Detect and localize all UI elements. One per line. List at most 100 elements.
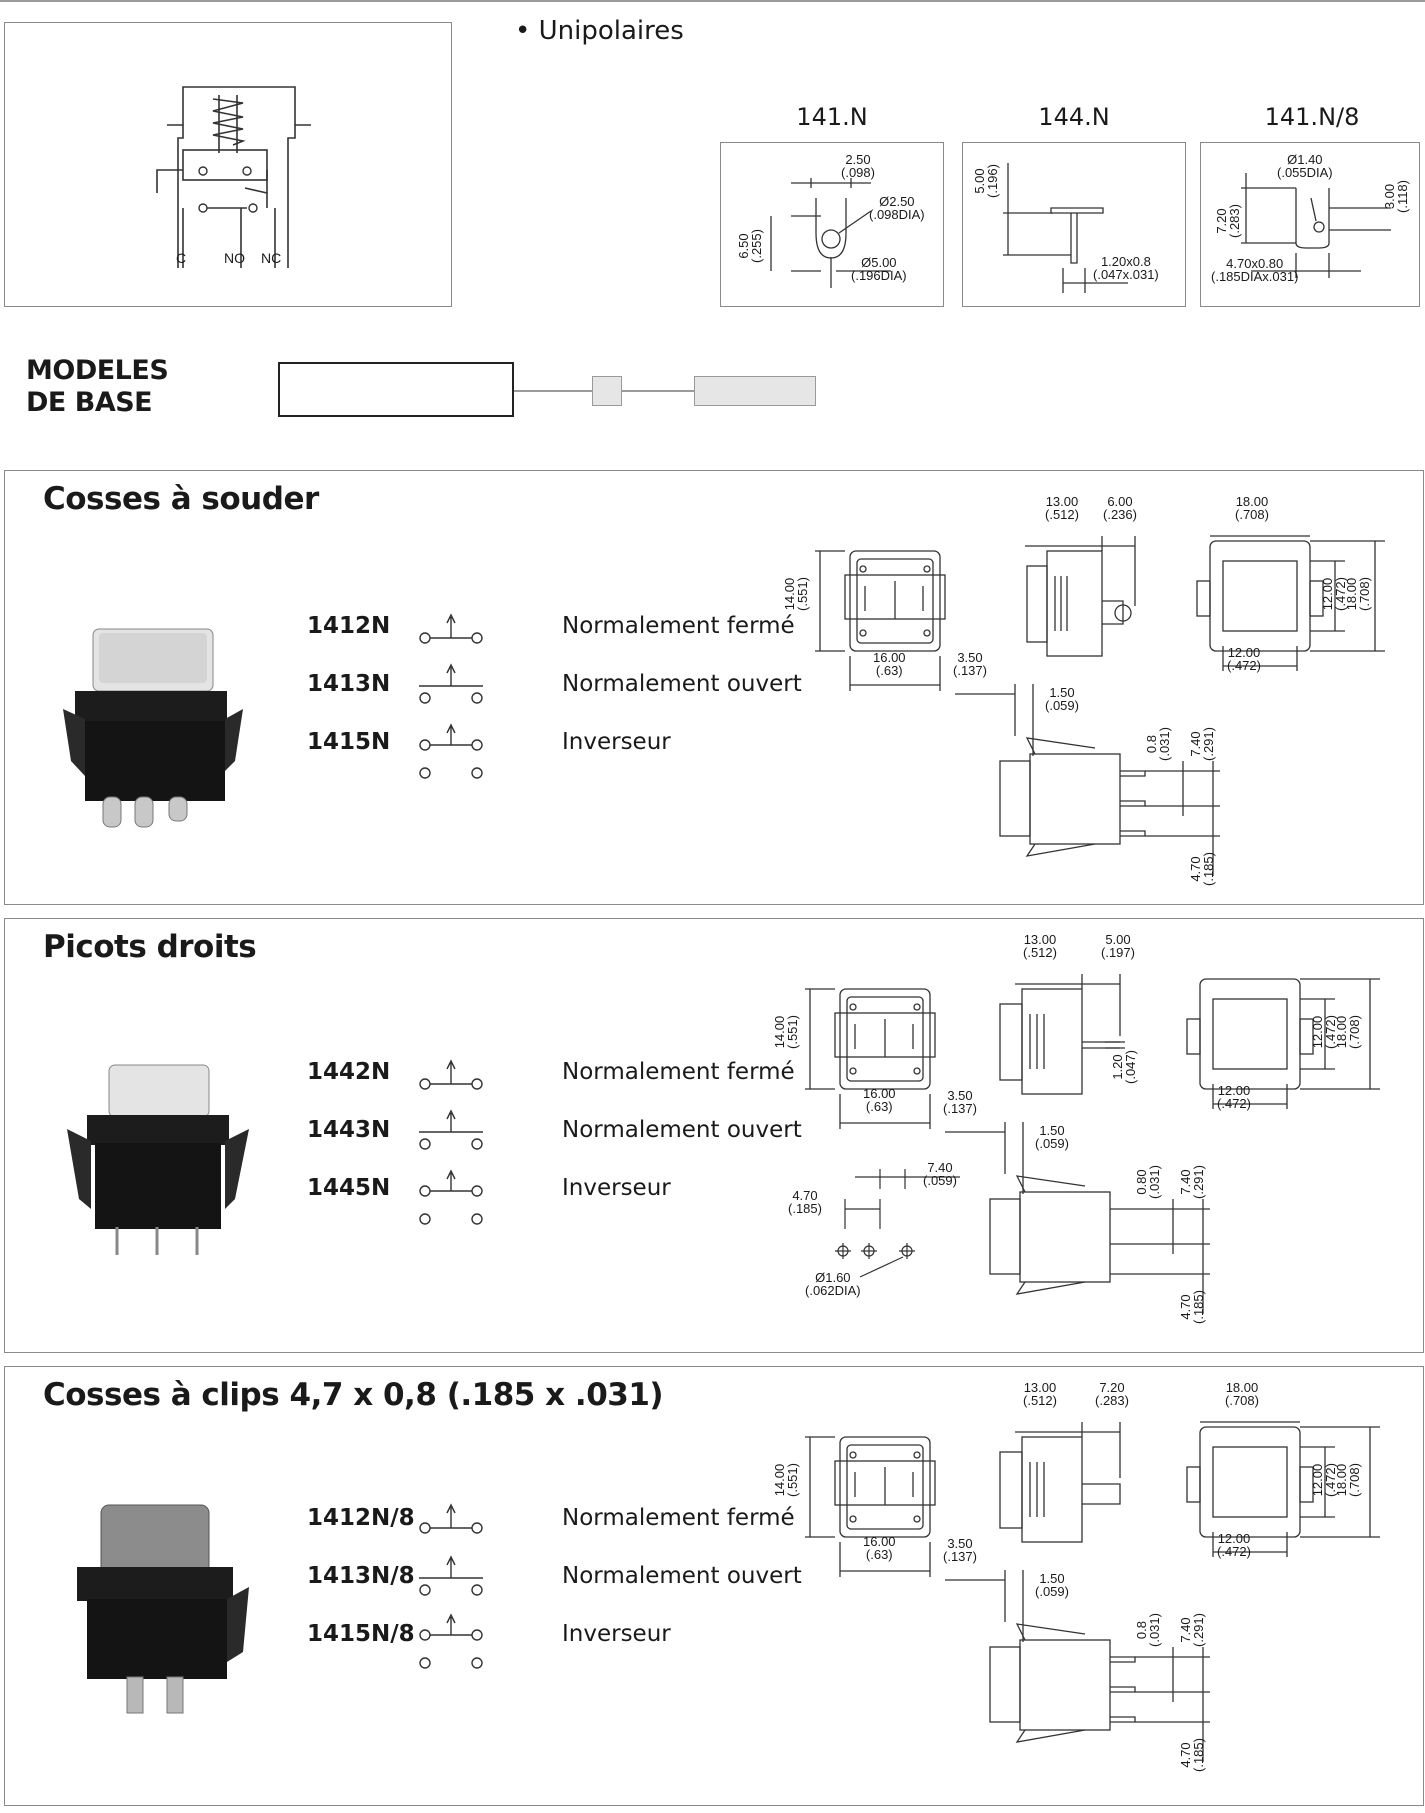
dim-profile-q: 4.70 (.185) — [1178, 1290, 1206, 1324]
dim-back-inner-w: 12.00 (.472) — [1227, 645, 1261, 673]
dim-back-inner-w: 12.00 (.472) — [1217, 1531, 1251, 1559]
terminal-drawing-141n8 — [1241, 173, 1391, 278]
dim-141n8-b: 7.20 (.283) — [1214, 204, 1242, 238]
dim-profile-p: 7.40 (.291) — [1188, 727, 1216, 761]
drawing-front-view — [805, 988, 936, 1129]
terminal-panel-141n: 2.50 (.098) Ø2.50 (.098DIA) 6.50 (.255) … — [720, 142, 944, 307]
circuit-diagram-panel: C NO NC — [4, 22, 452, 307]
dim-back-width: 18.00 (.708) — [1235, 494, 1269, 522]
drawing-profile-view — [945, 1570, 1210, 1762]
item-code-1415n8: 1415N/8 — [307, 1621, 415, 1647]
item-desc-1443n: Normalement ouvert — [562, 1117, 802, 1143]
circuit-diagram — [156, 86, 311, 268]
switch-symbol-nc — [419, 1503, 483, 1534]
section-picots-droits: Picots droits 1442N Normalement fermé 14… — [4, 918, 1424, 1353]
dim-141n8-c: 3.00 (.118) — [1382, 180, 1410, 213]
dim-side-top: 13.00 (.512) — [1023, 1380, 1057, 1408]
dim-side-pin: 1.20 (.047) — [1110, 1050, 1138, 1084]
item-desc-1445n: Inverseur — [562, 1175, 671, 1201]
dim-front-width: 16.00 (.63) — [863, 1534, 896, 1562]
dim-front-height: 14.00 (.551) — [782, 577, 810, 611]
section-cosses-a-souder: Cosses à souder 1412N Normalement fermé … — [4, 470, 1424, 905]
drawing-front-view — [815, 550, 946, 691]
dim-profile-q: 4.70 (.185) — [1178, 1738, 1206, 1772]
switch-symbol-co — [419, 1613, 483, 1669]
drawing-side-view — [999, 974, 1125, 1095]
item-code-1412n8: 1412N/8 — [307, 1505, 415, 1531]
terminal-label-144n: 144.N — [1038, 103, 1110, 131]
item-code-1445n: 1445N — [307, 1175, 391, 1201]
dim-back-height: 18.00 (.708) — [1334, 1015, 1362, 1049]
item-code-1412n: 1412N — [307, 613, 391, 639]
dim-back-height: 18.00 (.708) — [1344, 577, 1372, 611]
model-code-box-small — [592, 376, 622, 406]
drawing-side-view — [1025, 536, 1136, 657]
dim-hole-a: 4.70 (.185) — [788, 1188, 822, 1216]
dim-141n-b: Ø2.50 (.098DIA) — [869, 194, 925, 222]
dim-back-height: 18.00 (.708) — [1334, 1463, 1362, 1497]
modeles-de-base-title: MODELES DE BASE — [26, 355, 169, 419]
unipolaires-heading: • Unipolaires — [515, 16, 684, 46]
dim-profile-b: 1.50 (.059) — [1045, 685, 1079, 713]
dim-144n-b: 1.20x0.8 (.047x.031) — [1093, 254, 1159, 282]
dim-profile-t: 0.80 (.031) — [1134, 1165, 1162, 1199]
dim-side-terminal: 5.00 (.197) — [1101, 932, 1135, 960]
item-desc-1413n8: Normalement ouvert — [562, 1563, 802, 1589]
model-code-box-wide — [694, 376, 816, 406]
terminal-label-141n: 141.N — [796, 103, 868, 131]
top-rule — [0, 0, 1425, 2]
dim-side-terminal: 7.20 (.283) — [1095, 1380, 1129, 1408]
terminal-drawing-144n — [1003, 163, 1128, 293]
item-code-1413n: 1413N — [307, 671, 391, 697]
modeles-line1: MODELES — [26, 355, 169, 386]
switch-symbol-no — [419, 663, 483, 704]
modeles-line2: DE BASE — [26, 387, 153, 418]
section-title: Cosses à clips 4,7 x 0,8 (.185 x .031) — [43, 1377, 664, 1413]
drawing-profile-view — [945, 1122, 1210, 1314]
item-desc-1442n: Normalement fermé — [562, 1059, 795, 1085]
section-title: Cosses à souder — [43, 481, 319, 517]
terminal-panel-141n8: Ø1.40 (.055DIA) 7.20 (.283) 3.00 (.118) … — [1200, 142, 1420, 307]
dim-side-top: 13.00 (.512) — [1045, 494, 1079, 522]
drawing-back-view — [1196, 535, 1385, 671]
section-cosses-a-clips: Cosses à clips 4,7 x 0,8 (.185 x .031) 1… — [4, 1366, 1424, 1806]
dim-141n8-d: 4.70x0.80 (.185DIAx.031) — [1211, 256, 1299, 284]
drawing-back-view — [1186, 978, 1380, 1109]
switch-symbol-no — [419, 1555, 483, 1596]
item-code-1413n8: 1413N/8 — [307, 1563, 415, 1589]
dim-profile-a: 3.50 (.137) — [943, 1088, 977, 1116]
dim-front-height: 14.00 (.551) — [772, 1463, 800, 1497]
item-desc-1412n: Normalement fermé — [562, 613, 795, 639]
model-code-box-main — [278, 362, 514, 417]
dim-profile-t: 0.8 (.031) — [1144, 727, 1172, 761]
dim-profile-b: 1.50 (.059) — [1035, 1123, 1069, 1151]
dim-141n8-a: Ø1.40 (.055DIA) — [1277, 152, 1333, 180]
item-code-1415n: 1415N — [307, 729, 391, 755]
dim-back-inner-w: 12.00 (.472) — [1217, 1083, 1251, 1111]
dim-side-terminal: 6.00 (.236) — [1103, 494, 1137, 522]
dim-front-height: 14.00 (.551) — [772, 1015, 800, 1049]
dim-profile-b: 1.50 (.059) — [1035, 1571, 1069, 1599]
dim-front-width: 16.00 (.63) — [863, 1086, 896, 1114]
dim-profile-a: 3.50 (.137) — [953, 650, 987, 678]
dim-back-width: 18.00 (.708) — [1225, 1380, 1259, 1408]
dim-hole-d: Ø1.60 (.062DIA) — [805, 1270, 861, 1298]
section-title: Picots droits — [43, 929, 257, 965]
terminal-drawing-141n — [770, 178, 891, 288]
switch-symbol-nc — [419, 1059, 483, 1090]
switch-symbol-co — [419, 723, 483, 779]
switch-symbol-co — [419, 1169, 483, 1225]
dim-141n-c: 6.50 (.255) — [736, 229, 764, 263]
dim-141n-a: 2.50 (.098) — [841, 152, 875, 180]
terminal-panel-144n: 5.00 (.196) 1.20x0.8 (.047x.031) — [962, 142, 1186, 307]
item-desc-1413n: Normalement ouvert — [562, 671, 802, 697]
item-code-1442n: 1442N — [307, 1059, 391, 1085]
drawing-side-view — [999, 1422, 1121, 1543]
product-photo-clips — [77, 1504, 249, 1714]
circuit-label-nc: NC — [261, 250, 282, 266]
terminal-label-141n8: 141.N/8 — [1264, 103, 1360, 131]
dim-hole-b: 7.40 (.059) — [923, 1160, 957, 1188]
item-desc-1412n8: Normalement fermé — [562, 1505, 795, 1531]
product-photo-picots — [67, 1064, 249, 1255]
item-desc-1415n: Inverseur — [562, 729, 671, 755]
